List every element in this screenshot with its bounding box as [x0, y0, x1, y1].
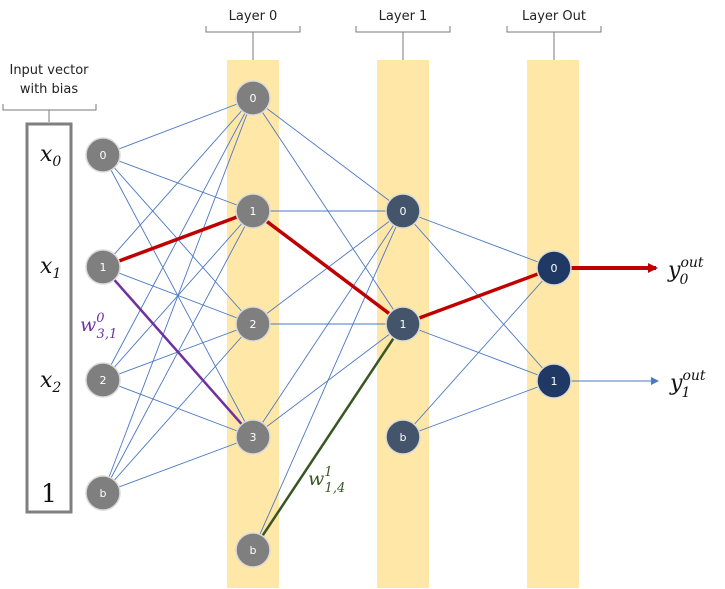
edge [102, 97, 254, 156]
input-node-1: 1 [85, 249, 121, 285]
svg-text:0: 0 [551, 262, 558, 275]
edge [402, 267, 555, 438]
input-vector-box [25, 122, 73, 514]
layerout-label: Layer Out [522, 9, 586, 24]
input-node-2: 2 [85, 362, 121, 398]
svg-text:1: 1 [400, 318, 407, 331]
highlight-edge-red [251, 209, 405, 326]
svg-text:2: 2 [250, 318, 257, 331]
input-bias-one: 1 [41, 479, 57, 508]
highlight-edge-purple [102, 266, 254, 438]
edge [102, 436, 254, 494]
layer1-node-0: 0 [385, 193, 421, 229]
input-x1: x1 [40, 254, 61, 282]
highlighted-path [102, 209, 555, 551]
input-x2: x2 [40, 368, 61, 396]
input-node-0: 0 [85, 137, 121, 173]
layer1-node-bias: b [385, 419, 421, 455]
out-node-0: 0 [536, 250, 572, 286]
edge [102, 97, 254, 268]
edge [252, 210, 404, 438]
input-nodes: 0 1 2 b [85, 137, 121, 511]
layer0-node-1: 1 [235, 193, 271, 229]
layer1-node-1: 1 [385, 306, 421, 342]
svg-text:3: 3 [250, 431, 257, 444]
edge [402, 380, 555, 438]
layer1-header-bracket [355, 26, 451, 60]
layer1-nodes: 0 1 b [385, 193, 421, 455]
layer0-header-bracket [205, 26, 301, 60]
svg-text:b: b [400, 431, 407, 444]
input-x0: x0 [40, 142, 61, 170]
layer1-label: Layer 1 [379, 9, 428, 24]
input-vector-label-line2: with bias [20, 82, 79, 97]
edge [252, 210, 404, 551]
out-node-1: 1 [536, 363, 572, 399]
highlight-edge-red [102, 209, 254, 269]
edge [102, 323, 254, 494]
layer0-node-3: 3 [235, 419, 271, 455]
edge [102, 97, 254, 494]
input-header-bracket [2, 104, 97, 122]
layerout-band [527, 60, 579, 588]
out-nodes: 0 1 [536, 250, 572, 399]
layer0-nodes: 0 1 2 3 b [235, 80, 271, 568]
svg-text:1: 1 [250, 205, 257, 218]
layer0-label: Layer 0 [229, 9, 278, 24]
layer0-node-2: 2 [235, 306, 271, 342]
edge [402, 210, 555, 269]
svg-text:0: 0 [250, 92, 257, 105]
input-node-bias: b [85, 475, 121, 511]
svg-text:0: 0 [100, 149, 107, 162]
svg-text:1: 1 [100, 261, 107, 274]
edges [102, 97, 555, 551]
svg-text:2: 2 [100, 374, 107, 387]
svg-text:b: b [100, 487, 107, 500]
highlight-edge-red [402, 266, 555, 326]
layerout-header-bracket [506, 26, 602, 60]
layer0-node-0: 0 [235, 80, 271, 116]
input-vector-label-line1: Input vector [9, 63, 89, 78]
svg-text:b: b [250, 544, 257, 557]
highlight-edge-green [251, 323, 405, 551]
layer0-node-bias: b [235, 532, 271, 568]
edge [252, 97, 404, 212]
svg-text:0: 0 [400, 205, 407, 218]
svg-text:1: 1 [551, 375, 558, 388]
